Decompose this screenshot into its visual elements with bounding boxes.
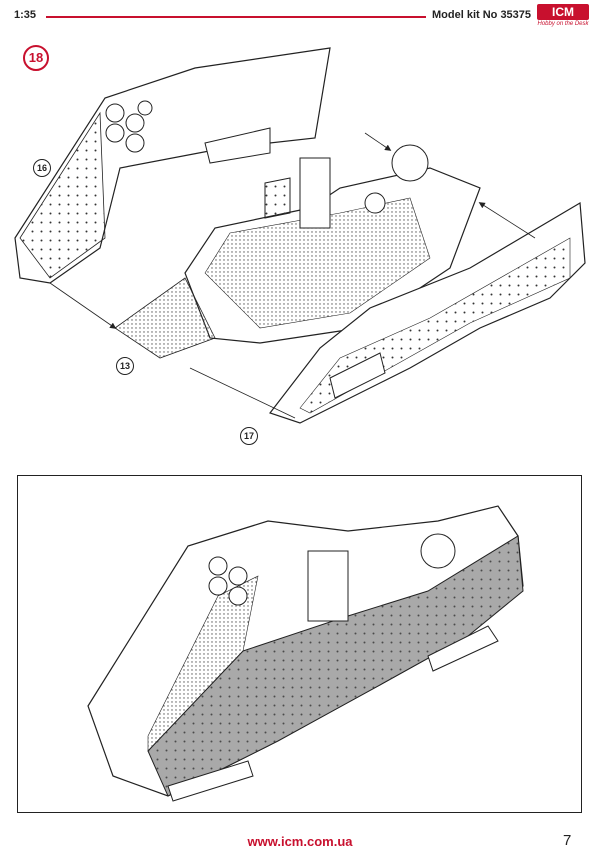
part-callout-13: 13 (116, 357, 134, 375)
chassis-body (114, 144, 481, 359)
wheel-stack (105, 100, 153, 153)
assembled-preview-frame (17, 475, 582, 813)
part-callout-17: 17 (240, 427, 258, 445)
page-number: 7 (563, 832, 572, 849)
assembled-vehicle-diagram (87, 505, 524, 802)
page-header: 1:35 Model kit No 35375 ICM Hobby on the… (0, 0, 600, 34)
exploded-assembly-diagram (14, 47, 586, 424)
footer-website-link[interactable]: www.icm.com.ua (247, 834, 353, 849)
right-armor-panel (269, 201, 586, 424)
left-armor-panel (14, 47, 331, 284)
step-number-badge: 18 (23, 45, 49, 71)
arrow-left-panel (364, 132, 392, 151)
preview-wheel-stack (208, 556, 248, 606)
arrow-right-panel (478, 202, 536, 239)
brand-tagline: Hobby on the Desk (537, 21, 589, 27)
brand-name: ICM (537, 4, 589, 20)
part-callout-16: 16 (33, 159, 51, 177)
arrow-chassis (49, 282, 117, 329)
scale-label: 1:35 (14, 9, 37, 21)
brand-logo: ICM Hobby on the Desk (537, 4, 589, 34)
guide-line (189, 367, 296, 419)
model-kit-label: Model kit No 35375 (432, 9, 532, 21)
header-rule (46, 16, 426, 18)
